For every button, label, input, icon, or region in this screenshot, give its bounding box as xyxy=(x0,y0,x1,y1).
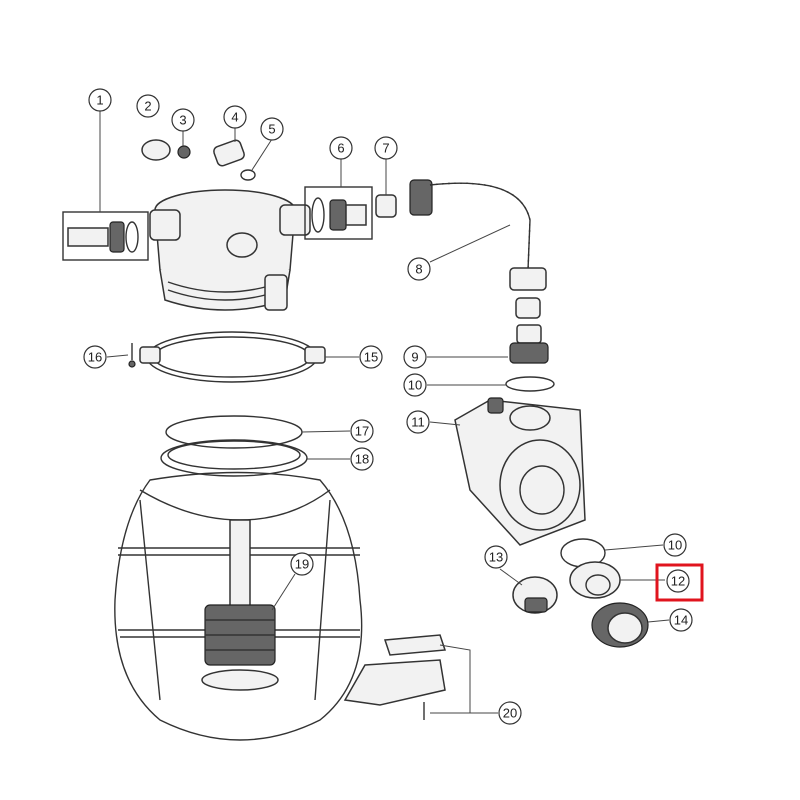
svg-text:3: 3 xyxy=(179,113,186,128)
part-5-o-ring xyxy=(240,169,256,181)
part-7-adapter xyxy=(375,194,397,218)
callout-15: 15 xyxy=(359,345,383,369)
svg-text:10: 10 xyxy=(408,378,422,393)
part-6-union xyxy=(304,186,373,240)
svg-text:17: 17 xyxy=(355,424,369,439)
callout-14: 14 xyxy=(669,608,693,632)
part-18-collar xyxy=(160,439,308,477)
callout-12: 12 xyxy=(666,569,690,593)
callout-16: 16 xyxy=(83,345,107,369)
part-13-adapter xyxy=(512,576,558,614)
part-8-hose xyxy=(409,179,547,319)
part-4-fitting xyxy=(213,139,245,167)
callout-10-second: 10 xyxy=(663,533,687,557)
callout-20: 20 xyxy=(498,701,522,725)
svg-text:10: 10 xyxy=(668,538,682,553)
multiport-valve xyxy=(149,189,311,311)
svg-text:6: 6 xyxy=(337,141,344,156)
svg-text:2: 2 xyxy=(144,99,151,114)
callout-5: 5 xyxy=(260,117,284,141)
svg-text:15: 15 xyxy=(364,350,378,365)
part-17-o-ring xyxy=(165,415,303,449)
callout-1: 1 xyxy=(88,88,112,112)
part-15-clamp xyxy=(139,331,326,383)
callout-17: 17 xyxy=(350,419,374,443)
callout-2: 2 xyxy=(136,94,160,118)
part-16-screw xyxy=(128,343,136,368)
part-20-base xyxy=(343,634,447,720)
svg-text:19: 19 xyxy=(295,557,309,572)
callout-19: 19 xyxy=(290,552,314,576)
part-14-union-nut xyxy=(591,602,649,648)
part-1-hose-adapter xyxy=(62,211,149,261)
callout-10: 10 xyxy=(403,373,427,397)
part-3-plug xyxy=(177,145,191,159)
callout-8: 8 xyxy=(407,257,431,281)
svg-text:12: 12 xyxy=(671,574,685,589)
svg-text:11: 11 xyxy=(411,415,425,430)
callout-13: 13 xyxy=(484,545,508,569)
svg-text:9: 9 xyxy=(411,350,418,365)
svg-text:4: 4 xyxy=(231,110,238,125)
callout-11: 11 xyxy=(406,410,430,434)
leader-lines xyxy=(99,110,670,714)
highlight-box xyxy=(655,563,704,602)
svg-text:13: 13 xyxy=(489,550,503,565)
callout-9: 9 xyxy=(403,345,427,369)
part-10-o-ring xyxy=(505,376,555,392)
callout-4: 4 xyxy=(223,105,247,129)
callout-6: 6 xyxy=(329,136,353,160)
callout-18: 18 xyxy=(350,447,374,471)
part-11-pump xyxy=(454,397,586,546)
part-12-adapter xyxy=(569,561,621,599)
svg-text:5: 5 xyxy=(268,122,275,137)
svg-text:1: 1 xyxy=(96,93,103,108)
svg-text:18: 18 xyxy=(355,452,369,467)
callout-3: 3 xyxy=(171,108,195,132)
part-19-laterals xyxy=(201,519,279,691)
svg-text:16: 16 xyxy=(88,350,102,365)
svg-text:20: 20 xyxy=(503,706,517,721)
svg-text:8: 8 xyxy=(415,262,422,277)
svg-text:7: 7 xyxy=(382,141,389,156)
part-2-pressure-gauge xyxy=(141,139,171,161)
svg-text:14: 14 xyxy=(674,613,688,628)
callout-7: 7 xyxy=(374,136,398,160)
part-9-union xyxy=(509,324,549,364)
